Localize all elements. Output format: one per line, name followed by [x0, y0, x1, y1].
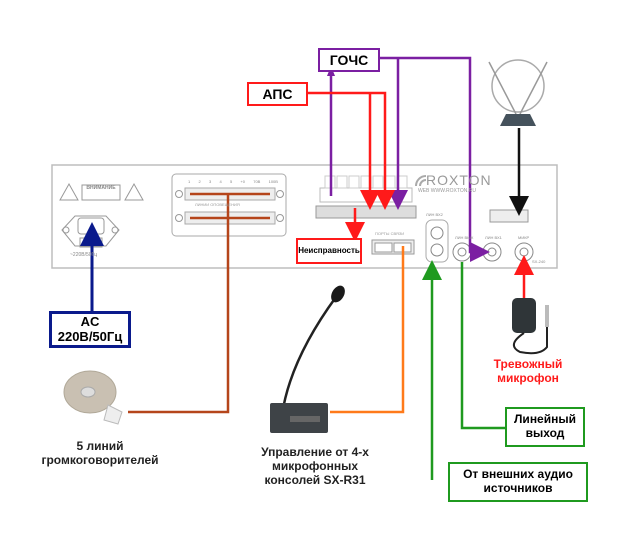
- external-audio-box: От внешних аудио источников: [448, 462, 588, 502]
- terminal-number: 2: [198, 179, 201, 184]
- line-out-caption: ЛИН ВЫХ: [455, 235, 474, 240]
- terminal-number: 4: [219, 179, 222, 184]
- aps-box: АПС: [247, 82, 308, 106]
- antenna-icon: [488, 59, 548, 126]
- alarm-mic-caption-1: Тревожный: [493, 357, 563, 371]
- ac-power-box: AC 220В/50Гц: [49, 311, 131, 348]
- console-caption-3: консолей SX-R31: [264, 472, 366, 487]
- terminal-number: 5: [229, 179, 233, 184]
- fault-box: Неисправность: [296, 238, 362, 264]
- mic-in-caption: МИКР: [518, 235, 530, 240]
- gochs-wires: [329, 56, 490, 262]
- warning-triangle-icon: [124, 182, 144, 201]
- ports-caption: ПОРТЫ СВЯЗИ: [375, 231, 405, 236]
- aps-wires: [308, 91, 395, 242]
- line-out-box: Линейный выход: [505, 407, 585, 447]
- horn-speaker-icon: [63, 370, 123, 425]
- terminal-number: 70В: [253, 179, 261, 184]
- brand-website: WEB WWW.ROXTON.RU: [418, 188, 476, 194]
- terminal-number: +0: [240, 179, 245, 184]
- comm-ports: [371, 239, 415, 255]
- terminal-number: 100В: [268, 179, 278, 184]
- speakers-caption-2: громкоговорителей: [41, 452, 159, 467]
- terminal-numbers: 1 2 3 4 5 +0 70В 100В: [188, 179, 278, 184]
- ac-label: AC: [80, 313, 100, 329]
- external-audio-label-1: От внешних аудио: [463, 467, 573, 482]
- line-in-1-caption: ЛИН ВХ1: [485, 235, 502, 240]
- power-rating-label: ~220В/50Гц: [70, 252, 98, 258]
- terminal-number: 3: [208, 179, 212, 184]
- model-label: SX-240: [532, 259, 546, 264]
- roxton-logo-icon: [415, 175, 427, 187]
- brand-logo: ROXTON: [426, 172, 492, 188]
- gochs-box: ГОЧС: [318, 48, 380, 72]
- warning-triangle-icon: [59, 182, 79, 201]
- speakers-caption-1: 5 линий: [76, 439, 124, 453]
- alarm-mic-caption: Тревожный микрофон: [483, 357, 573, 386]
- speakers-caption: 5 линий громкоговорителей: [40, 439, 160, 468]
- line-out-label-2: выход: [525, 426, 565, 440]
- external-audio-label-2: источников: [483, 481, 553, 495]
- terminal-number: 1: [188, 179, 191, 184]
- ac-voltage-label: 220В/50Гц: [57, 328, 123, 344]
- console-wire: [330, 246, 405, 414]
- speaker-terminal-caption: ЛИНИИ ОПОВЕЩЕНИЯ: [195, 202, 240, 207]
- line-out-label-1: Линейный: [514, 412, 576, 427]
- warning-label: ВНИМАНИЕ: [86, 185, 116, 191]
- microphone-console-icon: [270, 285, 345, 433]
- speaker-lines-wire: [128, 192, 270, 414]
- console-caption-2: микрофонных: [271, 458, 358, 473]
- alarm-mic-caption-2: микрофон: [497, 370, 559, 385]
- console-caption: Управление от 4-х микрофонных консолей S…: [245, 445, 385, 487]
- line-in-2-caption: ЛИН ВХ2: [426, 212, 443, 217]
- alarm-microphone-icon: [512, 298, 549, 355]
- console-caption-1: Управление от 4-х: [261, 445, 369, 459]
- ground-terminal: [489, 209, 529, 223]
